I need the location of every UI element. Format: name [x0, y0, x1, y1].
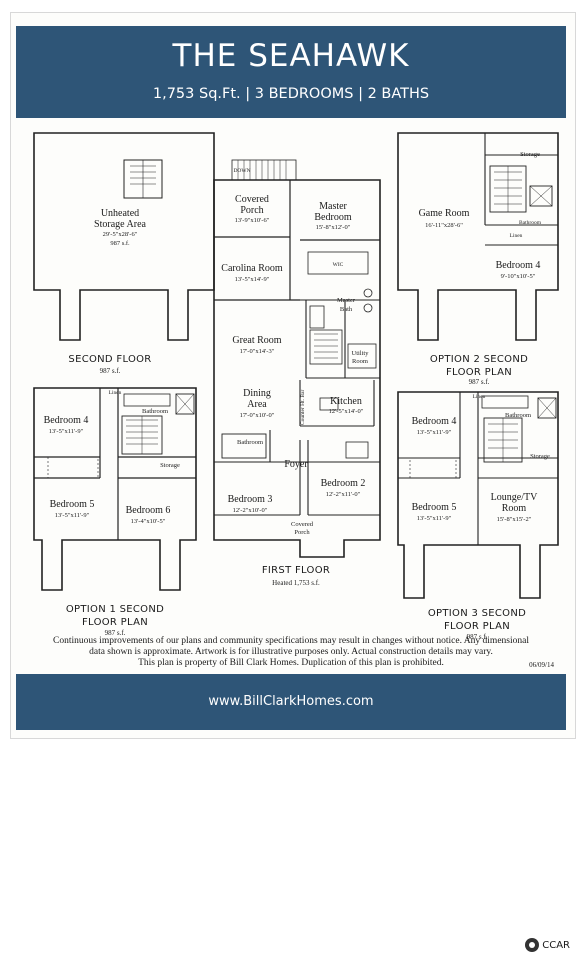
second-floor-caption: SECOND FLOOR — [68, 354, 152, 365]
revision-date: 06/09/14 — [529, 661, 554, 669]
second-floor-area: 987 s.f. — [99, 367, 121, 375]
opt2-bedroom4-label: Bedroom 4 — [496, 260, 541, 271]
first-floor-caption: FIRST FLOOR — [261, 565, 331, 576]
opt3-storage-label: Storage — [530, 453, 550, 460]
footer-banner: www.BillClarkHomes.com — [16, 674, 566, 730]
storage-name-1: Unheated — [101, 208, 139, 219]
stair-down-label: DOWN — [233, 168, 250, 174]
master-label-2: Bedroom — [314, 212, 351, 223]
bedroom3-label: Bedroom 3 — [228, 494, 273, 505]
master-dim: 15'-8"x12'-0" — [316, 224, 351, 231]
opt2-game-room-label: Game Room — [419, 208, 470, 219]
covered-porch-label-1: Covered — [235, 194, 269, 205]
opt2-bathroom-label: Bathroom — [519, 220, 542, 226]
opt1-bedroom6-label: Bedroom 6 — [126, 505, 171, 516]
counter-bar-label: Counter Ht. Bar — [300, 390, 306, 425]
opt3-lounge-label-1: Lounge/TV — [491, 492, 538, 503]
first-floor-area: Heated 1,753 s.f. — [272, 579, 320, 587]
covered-porch-label-2: Porch — [240, 205, 263, 216]
great-room-label: Great Room — [232, 335, 281, 346]
utility-label-2: Room — [352, 358, 368, 365]
disclaimer: Continuous improvements of our plans and… — [30, 636, 552, 669]
great-room-dim: 17'-0"x14'-3" — [240, 348, 275, 355]
disclaimer-line-1: Continuous improvements of our plans and… — [53, 636, 529, 646]
kitchen-label: Kitchen — [330, 396, 362, 407]
opt3-bedroom5-dim: 13'-5"x11'-9" — [417, 515, 452, 522]
option1-area: 987 s.f. — [104, 629, 126, 637]
opt1-bedroom4-dim: 13'-5"x11'-9" — [49, 428, 84, 435]
disclaimer-line-3: This plan is property of Bill Clark Home… — [138, 658, 444, 668]
covered-porch2-label-2: Porch — [294, 529, 310, 536]
option2-area: 987 s.f. — [468, 378, 490, 386]
opt3-bathroom-label: Bathroom — [505, 412, 531, 419]
option3-caption-2: FLOOR PLAN — [444, 621, 510, 632]
option2-caption-2: FLOOR PLAN — [446, 367, 512, 378]
dining-label-1: Dining — [243, 388, 271, 399]
wic-label: WIC — [333, 262, 344, 268]
opt2-bedroom4-dim: 9'-10"x10'-5" — [501, 273, 536, 280]
master-bath-label-1: Master — [337, 297, 356, 304]
opt1-bedroom5-label: Bedroom 5 — [50, 499, 95, 510]
option3-area: 987 s.f. — [466, 633, 488, 641]
ccar-label: CCAR — [542, 939, 570, 951]
opt1-linen-label: Linen — [109, 390, 122, 396]
opt3-bedroom5-label: Bedroom 5 — [412, 502, 457, 513]
plan-title: THE SEAHAWK — [172, 38, 410, 74]
dining-label-2: Area — [247, 399, 267, 410]
opt1-bedroom4-label: Bedroom 4 — [44, 415, 89, 426]
option1-caption-2: FLOOR PLAN — [82, 617, 148, 628]
storage-name-2: Storage Area — [94, 219, 146, 230]
bedroom2-label: Bedroom 2 — [321, 478, 366, 489]
bedroom2-dim: 12'-2"x11'-0" — [326, 491, 361, 498]
opt2-linen-label: Linen — [510, 233, 523, 239]
foyer-label: Foyer — [284, 459, 308, 470]
ccar-logo-icon — [525, 938, 540, 952]
disclaimer-line-2: data shown is approximate. Artwork is fo… — [89, 647, 493, 657]
title-banner: THE SEAHAWK 1,753 Sq.Ft. | 3 BEDROOMS | … — [16, 26, 566, 118]
opt1-bedroom5-dim: 13'-5"x11'-9" — [55, 512, 90, 519]
covered-porch2-label-1: Covered — [291, 521, 314, 528]
covered-porch-dim: 13'-9"x10'-6" — [235, 217, 270, 224]
carolina-dim: 13'-5"x14'-9" — [235, 276, 270, 283]
kitchen-dim: 12'-5"x14'-0" — [329, 408, 364, 415]
opt2-game-room-dim: 16'-11"x28'-6" — [425, 222, 463, 229]
opt1-storage-label: Storage — [160, 462, 180, 469]
opt2-storage-label: Storage — [520, 151, 540, 158]
master-bath-label-2: Bath — [340, 306, 353, 313]
option3-caption-1: OPTION 3 SECOND — [427, 608, 527, 619]
opt3-linen-label: Linen — [473, 394, 486, 400]
storage-area: 987 s.f. — [110, 240, 130, 247]
bathroom-label: Bathroom — [237, 439, 263, 446]
opt3-lounge-dim: 15'-8"x15'-2" — [497, 516, 532, 523]
bedroom3-dim: 12'-2"x10'-0" — [233, 507, 268, 514]
storage-dim: 29'-5"x28'-6" — [103, 231, 138, 238]
option2-plan — [397, 132, 559, 341]
website-link[interactable]: www.BillClarkHomes.com — [208, 694, 374, 709]
opt3-bedroom4-label: Bedroom 4 — [412, 416, 457, 427]
plan-subtitle: 1,753 Sq.Ft. | 3 BEDROOMS | 2 BATHS — [152, 86, 430, 102]
option1-plan — [33, 387, 197, 591]
first-floor-plan — [213, 159, 381, 558]
utility-label-1: Utility — [352, 350, 370, 357]
option2-caption-1: OPTION 2 SECOND — [429, 354, 529, 365]
opt1-bathroom-label: Bathroom — [142, 408, 168, 415]
carolina-label: Carolina Room — [221, 263, 283, 274]
master-label-1: Master — [319, 201, 347, 212]
opt3-lounge-label-2: Room — [502, 503, 527, 514]
ccar-watermark: CCAR — [525, 938, 570, 952]
floor-plans-drawing: Unheated Storage Area 29'-5"x28'-6" 987 … — [33, 132, 559, 599]
dining-dim: 17'-0"x10'-0" — [240, 412, 275, 419]
opt3-bedroom4-dim: 13'-5"x11'-9" — [417, 429, 452, 436]
opt1-bedroom6-dim: 13'-4"x10'-5" — [131, 518, 166, 525]
option1-caption-1: OPTION 1 SECOND — [65, 604, 165, 615]
option3-plan — [397, 391, 559, 599]
